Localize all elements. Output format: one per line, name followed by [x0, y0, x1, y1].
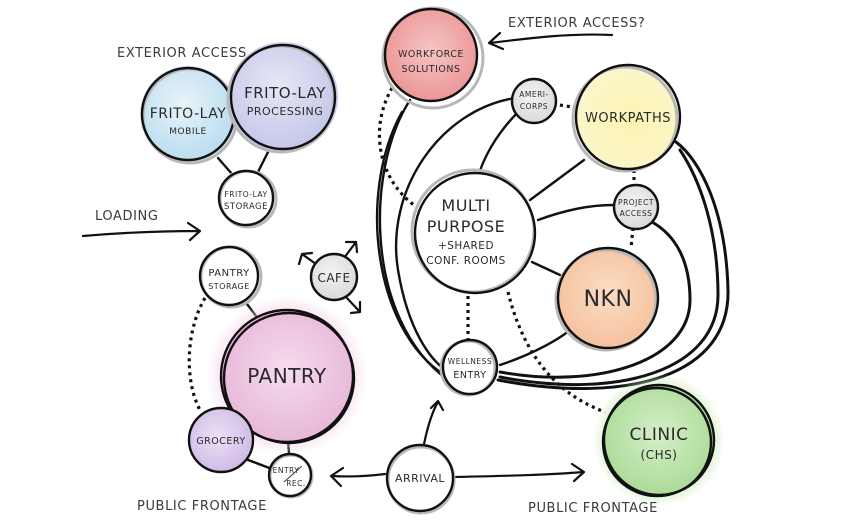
node-label-line: FRITO-LAY — [150, 106, 227, 122]
node-label-line: PANTRY — [208, 268, 250, 279]
node-label-line: ARRIVAL — [395, 472, 445, 485]
link-wellness-workpaths-outer — [496, 140, 730, 391]
link-wellness-nkn — [498, 323, 578, 367]
node-label-line: +SHARED — [438, 240, 494, 252]
node-label-line: REC. — [286, 479, 306, 488]
node-label-line: WORKPATHS — [585, 111, 671, 126]
node-clinic[interactable]: CLINIC (CHS) — [601, 383, 716, 498]
node-label-line: CAFE — [317, 271, 350, 285]
node-label-line: PROCESSING — [247, 105, 324, 118]
node-label-line: PANTRY — [247, 364, 327, 388]
link-grocery-entry — [241, 456, 274, 471]
node-label-line: FRITO-LAY — [244, 84, 326, 102]
node-label-line: WELLNESS — [448, 357, 492, 366]
link-wellness-projectaccess-loop — [498, 220, 692, 379]
node-label-line: (CHS) — [641, 448, 678, 462]
link-multipurpose-nkn — [530, 260, 562, 277]
node-label-line: GROCERY — [196, 436, 245, 447]
arrival-arrow-left — [329, 466, 387, 488]
link-processing-storage — [256, 150, 270, 174]
link-workforce-multipurpose — [377, 87, 415, 207]
public-frontage-right-label: PUBLIC FRONTAGE — [528, 501, 658, 516]
node-label-line: ENTRY — [273, 466, 300, 475]
public-frontage-left-label: PUBLIC FRONTAGE — [137, 499, 267, 514]
node-arrival[interactable]: ARRIVAL — [385, 443, 456, 515]
arrival-arrow-up — [422, 399, 445, 446]
node-label-line: PURPOSE — [427, 217, 505, 236]
node-frito-lay-processing[interactable]: FRITO-LAY PROCESSING — [226, 42, 338, 154]
node-frito-lay-mobile[interactable]: FRITO-LAY MOBILE — [140, 66, 239, 165]
connections — [187, 87, 730, 471]
node-label-line: SOLUTIONS — [402, 64, 461, 75]
cafe-arrow-upright — [342, 240, 359, 260]
node-label-line: CLINIC — [630, 425, 689, 445]
node-label-line: NKN — [584, 287, 633, 312]
node-label-line: PROJECT — [618, 198, 654, 207]
arrows — [81, 31, 614, 488]
exterior-access-question-label: EXTERIOR ACCESS? — [508, 16, 645, 31]
cafe-arrow-downright — [344, 295, 362, 315]
node-label-line: ACCESS — [620, 209, 653, 218]
node-workforce-solutions[interactable]: WORKFORCE SOLUTIONS — [381, 6, 485, 110]
node-label-line: MOBILE — [169, 127, 206, 137]
node-wellness-entry[interactable]: WELLNESS ENTRY — [439, 338, 499, 397]
link-americorps-workpaths — [552, 102, 573, 109]
link-americorps-wellness — [395, 96, 517, 374]
loading-label: LOADING — [95, 209, 159, 224]
node-label-line: STORAGE — [224, 202, 268, 212]
exterior-access-arrow — [487, 31, 614, 51]
link-workforce-wellness-inner — [375, 110, 448, 378]
link-multipurpose-projectaccess — [536, 203, 615, 222]
node-label-line: CONF. ROOMS — [426, 255, 506, 267]
exterior-access-label: EXTERIOR ACCESS — [117, 46, 247, 61]
node-label-line: STORAGE — [208, 282, 250, 291]
node-americorps[interactable]: AMERI- CORPS — [510, 77, 558, 125]
link-projectaccess-nkn — [629, 227, 635, 249]
node-workpaths[interactable]: WORKPATHS — [571, 63, 682, 173]
node-nkn[interactable]: NKN — [554, 246, 660, 352]
arrival-arrow-right — [451, 462, 586, 483]
entry-rec-slash — [283, 465, 303, 483]
loading-arrow — [81, 221, 202, 242]
node-label-line: MULTI — [441, 196, 490, 215]
node-label-line: ENTRY — [453, 370, 486, 381]
link-multipurpose-workpaths — [528, 158, 586, 202]
link-mobile-storage — [216, 156, 234, 176]
node-cafe[interactable]: CAFE — [309, 252, 359, 302]
node-entry-rec[interactable]: ENTRY REC. — [267, 452, 314, 499]
node-multi-purpose[interactable]: MULTI PURPOSE +SHARED CONF. ROOMS — [410, 168, 537, 295]
node-pantry[interactable]: PANTRY — [219, 308, 356, 445]
node-label-line: WORKFORCE — [398, 49, 464, 60]
link-pantrystorage-grocery — [187, 297, 207, 411]
node-label-line: FRITO-LAY — [224, 190, 267, 199]
node-grocery[interactable]: GROCERY — [187, 406, 255, 474]
node-label-line: CORPS — [520, 102, 548, 111]
link-wellness-workpaths-loop — [498, 148, 720, 387]
node-pantry-storage[interactable]: PANTRY STORAGE — [198, 245, 263, 309]
node-project-access[interactable]: PROJECT ACCESS — [612, 183, 660, 231]
node-label-line: AMERI- — [519, 90, 548, 99]
node-frito-lay-storage[interactable]: FRITO-LAY STORAGE — [217, 169, 278, 229]
